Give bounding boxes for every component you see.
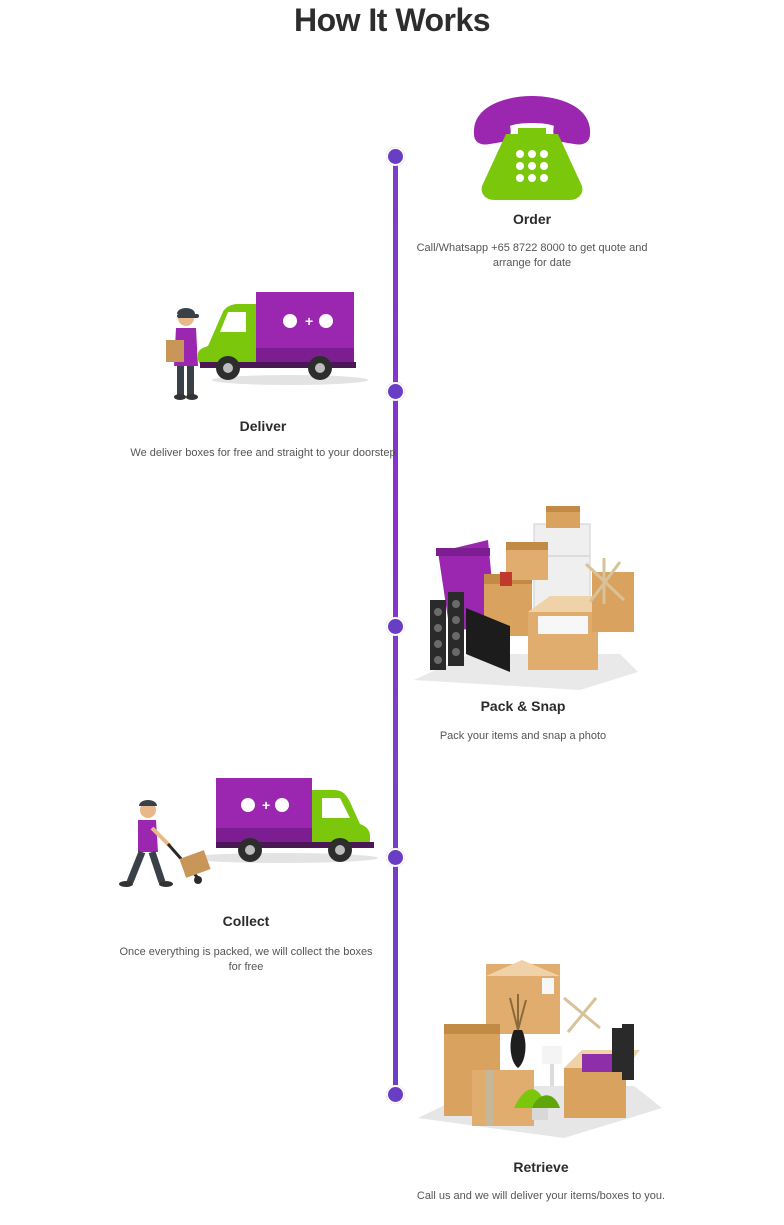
timeline-dot-pack-snap (386, 617, 405, 636)
timeline-dot-deliver (386, 382, 405, 401)
timeline-dot-collect (386, 848, 405, 867)
step-pack-snap: Pack & Snap Pack your items and snap a p… (402, 698, 644, 744)
step-description: Call us and we will deliver your items/b… (416, 1190, 666, 1202)
step-description: Once everything is packed, we will colle… (119, 946, 373, 973)
page-title: How It Works (293, 2, 491, 38)
step-description: Call/Whatsapp +65 8722 8000 to get quote… (416, 242, 648, 269)
telephone-icon (473, 96, 591, 200)
packed-items-icon (414, 506, 638, 690)
svg-text:+: + (305, 313, 313, 329)
step-deliver: Deliver We deliver boxes for free and st… (104, 418, 422, 461)
step-retrieve: Retrieve Call us and we will deliver you… (410, 1159, 672, 1204)
retrieved-items-icon (418, 960, 662, 1138)
timeline-dot-order (386, 147, 405, 166)
timeline-dot-retrieve (386, 1085, 405, 1104)
step-title: Pack & Snap (480, 698, 566, 714)
step-order: Order Call/Whatsapp +65 8722 8000 to get… (402, 211, 662, 271)
step-description: Pack your items and snap a photo (439, 730, 607, 742)
collection-truck-icon: + (119, 778, 378, 887)
step-title: Retrieve (513, 1159, 569, 1175)
step-title: Collect (222, 913, 270, 929)
step-description: We deliver boxes for free and straight t… (130, 447, 396, 459)
step-title: Order (512, 211, 552, 227)
delivery-truck-icon: + (166, 292, 368, 400)
step-collect: Collect Once everything is packed, we wi… (112, 913, 380, 975)
step-title: Deliver (239, 418, 287, 434)
svg-text:+: + (262, 797, 270, 813)
